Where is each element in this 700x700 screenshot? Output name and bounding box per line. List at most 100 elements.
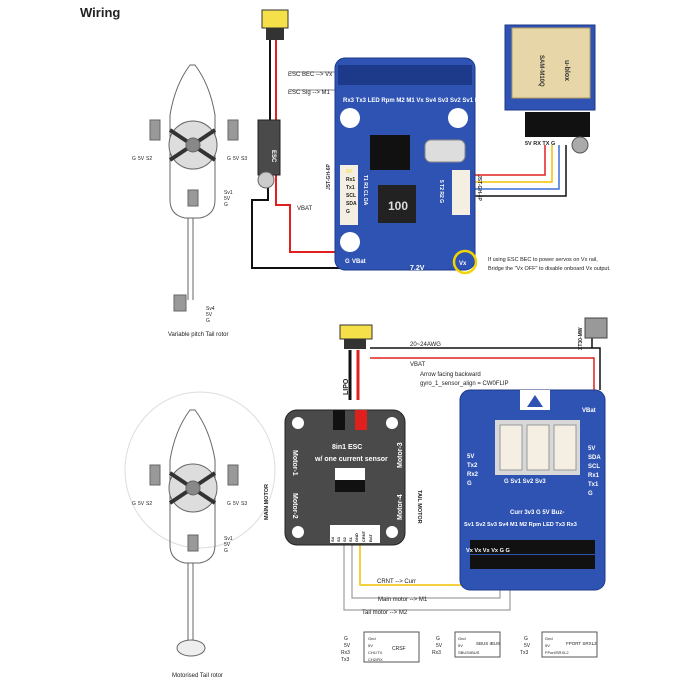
top-servo-mid-pin-g: G — [224, 202, 228, 208]
receiver-fport: FPORT SRXL2 G 5V Tx3 Gnd 5V FPort/SRXL2 — [520, 631, 598, 658]
top-esc-bec-label: ESC BEC --> Vx — [288, 72, 332, 78]
bottom-servo-right-pin-g: G — [227, 501, 231, 507]
top-servo-tail-pin-5v: 5V — [206, 312, 213, 318]
top-fc-side-tx1: Tx1 — [346, 185, 355, 191]
receiver-sbus-pin-g: G — [436, 636, 440, 642]
top-servo-left-pin-g: G — [132, 156, 136, 162]
bottom-fc-row3: Vx Vx Vx Vx G G — [466, 548, 510, 554]
top-flight-controller — [334, 57, 478, 275]
receiver-fport-name: FPORT SRXL2 — [566, 641, 597, 646]
esc-pin-s1: S1 — [348, 536, 353, 542]
orientation-line2: gyro_1_sensor_align = CW0FLIP — [420, 381, 509, 387]
top-servo-left-pin-5v: 5V — [138, 156, 145, 162]
bottom-flight-controller — [459, 389, 606, 591]
receiver-crsf-inner-gnd: Gnd — [368, 636, 376, 641]
receiver-crsf-pin-5v: 5V — [344, 643, 351, 649]
bottom-servo-left-pin-5v: 5V — [138, 501, 145, 507]
esc-motor-1: Motor-1 — [291, 450, 298, 476]
top-fc-chip-text: 100 — [388, 199, 408, 213]
receiver-crsf-pin-g: G — [344, 636, 348, 642]
receiver-fport-inner-5v: 5V — [545, 643, 550, 648]
receiver-crsf-inner-ch1: CH1/TX — [368, 650, 383, 655]
top-servo-left-pin-s2: S2 — [146, 156, 152, 162]
receiver-sbus-pin-5v: 5V — [436, 643, 443, 649]
bottom-fc-left-rx2: Rx2 — [467, 472, 479, 478]
page-title: Wiring — [80, 5, 120, 20]
top-servo-right-pin-g: G — [227, 156, 231, 162]
esc-pin-gnd: GND — [354, 533, 359, 542]
bottom-servo-left-pin-g: G — [132, 501, 136, 507]
receiver-fport-pin-tx3: Tx3 — [520, 650, 529, 656]
esc-pin-crnt: CRNT — [361, 530, 366, 542]
top-fc-jst-right: JST-GH-4P — [476, 175, 482, 202]
gps-pins: 5V RX TX G — [525, 141, 555, 147]
top-vbat-label: VBAT — [297, 206, 313, 212]
top-servo-tail-pin-g: G — [206, 318, 210, 324]
esc-title: 8in1 ESC — [332, 444, 362, 451]
esc-pin-s4: S4 — [330, 536, 335, 542]
esc-pin-s2: S2 — [342, 536, 347, 542]
top-fc-mid-right: 5 T2 R2 G — [438, 180, 444, 203]
main-motor-label: Main motor --> M1 — [378, 597, 428, 603]
gps-brand: u-blox — [563, 60, 570, 81]
top-fc-mid-left: T1 R1 CL DA — [362, 175, 368, 206]
top-fc-jst-left: JST-GH-6P — [326, 163, 332, 190]
top-fc-bottom-g: G — [345, 259, 350, 265]
bottom-fc-left-5v: 5V — [467, 454, 474, 460]
crnt-label: CRNT --> Curr — [377, 579, 416, 585]
tail-motor-side-label: TAIL MOTOR — [416, 490, 422, 524]
bottom-fc-row2: Sv1 Sv2 Sv3 Sv4 M1 M2 Rpm LED Tx3 Rx3 — [464, 522, 577, 528]
battery-label: LIPO — [343, 378, 350, 395]
receiver-sbus-inner-ibus: SBUS/IBUS — [458, 650, 480, 655]
receiver-sbus: SBUS IBUS G 5V Rx3 Gnd 5V SBUS/IBUS — [432, 631, 501, 658]
top-servo-right-pin-s3: S3 — [241, 156, 247, 162]
receiver-sbus-name: SBUS IBUS — [476, 641, 500, 646]
top-rotor-label: Variable pitch Tail rotor — [168, 332, 228, 338]
esc-pin-bat: BAT — [368, 534, 373, 542]
receiver-fport-inner-srxl2: FPort/SRXL2 — [545, 650, 569, 655]
receiver-fport-pin-5v: 5V — [524, 643, 531, 649]
top-servo-mid-pin-5v: 5V — [224, 196, 231, 202]
top-esc-sig-label: ESC Sig --> M1 — [288, 90, 331, 96]
receiver-crsf: CRSF G 5V Rx3 Tx3 Gnd 5V CH1/TX CH2/RX — [341, 631, 420, 663]
top-fc-bottom-vbat: VBat — [352, 259, 366, 265]
top-servo-mid-pin-sv1: Sv1 — [224, 190, 233, 196]
top-esc-label: ESC — [270, 150, 276, 163]
gps-module — [504, 24, 596, 154]
receiver-fport-pin-g: G — [524, 636, 528, 642]
receiver-sbus-pin-rx3: Rx3 — [432, 650, 441, 656]
bottom-fc-right-rx1: Rx1 — [588, 473, 600, 479]
bottom-vbat-label: VBAT — [410, 362, 426, 368]
esc-pin-s3: S3 — [336, 536, 341, 542]
bottom-fc-right-sda: SDA — [588, 455, 601, 461]
top-fc-side-scl: SCL — [346, 193, 356, 199]
esc-motor-2: Motor-2 — [291, 493, 298, 519]
xt30-connector — [584, 317, 608, 339]
main-motor-side-label: MAIN MOTOR — [264, 484, 270, 520]
top-fc-side-rx1: Rx1 — [346, 177, 355, 183]
top-servo-right-pin-5v: 5V — [233, 156, 240, 162]
bottom-servo-mid-pin-g: G — [224, 548, 228, 554]
esc-board — [284, 409, 406, 546]
receiver-sbus-inner-gnd: Gnd — [458, 636, 466, 641]
esc-motor-4: Motor-4 — [397, 494, 404, 520]
gps-model: SAM-M10Q — [538, 55, 544, 87]
bottom-wires — [343, 335, 601, 611]
tail-motor-label: Tail motor --> M2 — [362, 610, 408, 616]
top-fc-side-5v: 5V — [346, 169, 353, 175]
bottom-fc-right-scl: SCL — [588, 464, 600, 470]
helicopter-top-drawing — [149, 64, 239, 312]
bottom-wire-gauge: 20~24AWG — [410, 342, 441, 348]
bottom-fc-right-g: G — [588, 491, 593, 497]
bottom-servo-mid-pin-5v: 5V — [224, 542, 231, 548]
bottom-rotor-label: Motorised Tail rotor — [172, 673, 223, 679]
receiver-crsf-inner-5v: 5V — [368, 643, 373, 648]
bottom-fc-row1: Curr 3v3 G 5V Buz- — [510, 510, 564, 516]
bottom-servo-right-pin-s3: S3 — [241, 501, 247, 507]
receiver-crsf-pin-tx3: Tx3 — [341, 657, 350, 663]
top-fc-voltage: 7.2V — [410, 265, 425, 272]
bottom-fc-left-tx2: Tx2 — [467, 463, 478, 469]
top-esc: ESC — [257, 119, 281, 189]
top-vx-label: Vx — [459, 261, 467, 267]
